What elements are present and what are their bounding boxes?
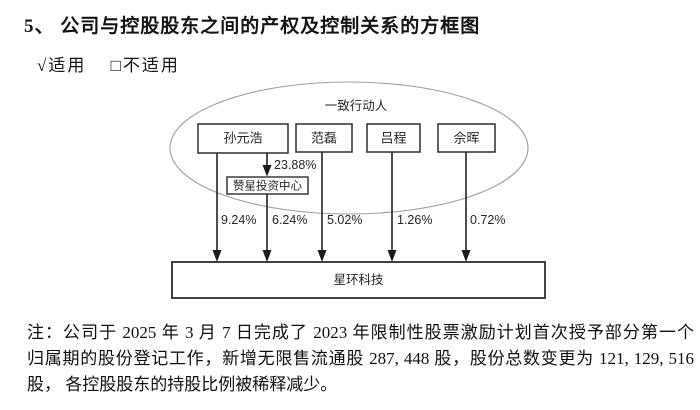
shareholder-name-fan-lei: 范磊 bbox=[311, 131, 337, 146]
arrowhead-sun-to-platform bbox=[262, 165, 272, 177]
pct-sun-direct: 9.24% bbox=[221, 213, 256, 227]
shareholder-name-she-hui: 佘晖 bbox=[453, 131, 479, 146]
pct-lv-direct: 1.26% bbox=[397, 213, 432, 227]
shareholder-box-sun-yuanhao bbox=[197, 123, 289, 154]
footnote-line-1: 注：公司于 2025 年 3 月 7 日完成了 2023 年限制性股票激励计划首… bbox=[27, 323, 694, 342]
applicability-row: √适用 □不适用 bbox=[37, 51, 180, 76]
footnote-line-3: 股， 各控股股东的持股比例被稀释减少。 bbox=[27, 375, 338, 394]
arrowhead-she-to-company bbox=[461, 250, 471, 262]
arrowhead-lv-to-company bbox=[387, 250, 397, 262]
section-title: 5、 公司与控股股东之间的产权及控制关系的方框图 bbox=[24, 16, 481, 37]
pct-platform-direct: 6.24% bbox=[272, 213, 307, 227]
pct-fan-direct: 5.02% bbox=[327, 213, 362, 227]
shareholder-name-lv-cheng: 吕程 bbox=[380, 131, 406, 146]
pct-she-direct: 0.72% bbox=[470, 213, 505, 227]
not-applicable-option-unchecked: □不适用 bbox=[110, 56, 180, 75]
shareholder-box-lv-cheng bbox=[366, 123, 421, 153]
arrowhead-sun-to-company bbox=[212, 250, 222, 262]
pct-sun-to-platform: 23.88% bbox=[274, 158, 316, 172]
company-name: 星环科技 bbox=[333, 273, 384, 287]
platform-name-zanxing: 赞星投资中心 bbox=[233, 179, 302, 193]
footnote-line-2: 归属期的股份登记工作，新增无限售流通股 287, 448 股，股份总数变更为 1… bbox=[27, 349, 694, 368]
footnote: 注：公司于 2025 年 3 月 7 日完成了 2023 年限制性股票激励计划首… bbox=[27, 320, 694, 398]
shareholder-name-sun-yuanhao: 孙元浩 bbox=[223, 131, 262, 146]
concert-parties-label: 一致行动人 bbox=[325, 99, 388, 113]
concert-parties-ellipse bbox=[169, 81, 529, 215]
shareholder-box-fan-lei bbox=[295, 123, 353, 153]
arrowhead-fan-to-company bbox=[317, 250, 327, 262]
arrowhead-platform-to-company bbox=[262, 250, 272, 262]
applicable-option-checked: √适用 bbox=[37, 56, 87, 75]
company-box bbox=[171, 261, 546, 299]
